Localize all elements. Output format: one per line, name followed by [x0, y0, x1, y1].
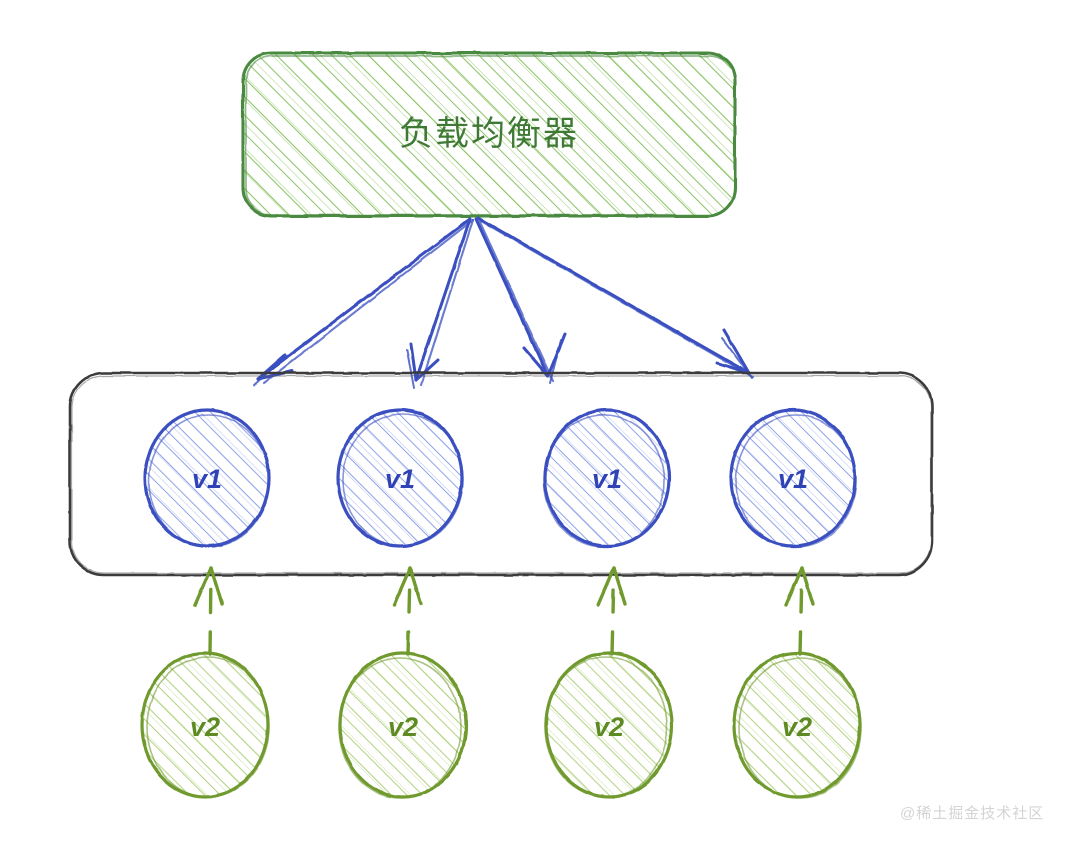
- v2-node-label: v2: [594, 712, 624, 742]
- v1-node-fill-2: [731, 410, 855, 546]
- arrowhead: [408, 566, 423, 606]
- v1-node-outline: [729, 408, 857, 548]
- v1-node-outline-2: [735, 414, 857, 548]
- v1-node-fill-2: [145, 410, 269, 546]
- v1-node[interactable]: v1: [143, 408, 271, 548]
- load-balancer-fill-2: [243, 53, 735, 216]
- load-balancer-box[interactable]: 负载均衡器: [241, 51, 737, 218]
- v2-node[interactable]: v2: [732, 651, 862, 799]
- arrowhead: [414, 358, 440, 382]
- v2-node-label: v2: [388, 712, 418, 742]
- v1-node-label: v1: [592, 464, 622, 494]
- v2-nodes-group: v2 v2 v2: [140, 651, 862, 799]
- v2-node-outline: [732, 651, 862, 799]
- v1-container-outline-2: [71, 375, 932, 574]
- v2-node-fill-2: [142, 653, 268, 797]
- traffic-arrows-group: [253, 216, 755, 389]
- arrowhead: [209, 566, 224, 606]
- v2-node-label: v2: [782, 712, 812, 742]
- v2-node-fill-2: [734, 653, 860, 797]
- upgrade-arrow: [596, 566, 627, 656]
- v1-node-outline-2: [148, 414, 270, 548]
- arrowhead: [721, 337, 753, 379]
- traffic-arrow-4: [476, 216, 755, 379]
- v1-container-outline: [68, 371, 934, 577]
- v1-node-outline-2: [342, 413, 464, 547]
- upgrade-arrow: [193, 566, 224, 656]
- v2-node[interactable]: v2: [544, 651, 674, 799]
- v1-node-label: v1: [778, 464, 808, 494]
- v1-node-fill-2: [545, 410, 669, 546]
- traffic-arrow-1: [253, 217, 475, 386]
- arrowhead: [406, 349, 415, 389]
- arrowhead: [800, 566, 815, 606]
- upgrade-arrows-group: [193, 566, 815, 656]
- v2-node-label: v2: [190, 712, 220, 742]
- arrowhead: [596, 566, 616, 607]
- arrowhead: [392, 566, 412, 607]
- v2-node[interactable]: v2: [140, 651, 270, 799]
- v2-node-fill-2: [546, 653, 672, 797]
- arrowhead: [612, 566, 627, 606]
- arrowhead: [715, 361, 751, 375]
- v1-node[interactable]: v1: [729, 408, 857, 548]
- arrowhead: [193, 566, 213, 607]
- load-balancer-label: 负载均衡器: [399, 115, 579, 153]
- arrowhead: [522, 346, 550, 378]
- v1-node[interactable]: v1: [543, 408, 671, 548]
- v2-node[interactable]: v2: [338, 651, 468, 799]
- watermark-label: @稀土掘金技术社区: [900, 805, 1044, 822]
- arrowhead: [722, 328, 751, 375]
- v2-node-fill-2: [340, 653, 466, 797]
- traffic-arrow-3: [474, 217, 567, 384]
- load-balancer-outline-2: [245, 55, 736, 216]
- upgrade-arrow: [392, 566, 423, 656]
- v1-nodes-group: v1 v1 v1: [143, 408, 857, 548]
- v1-container[interactable]: [68, 371, 934, 577]
- arrowhead: [253, 357, 285, 386]
- traffic-arrow-2: [406, 217, 475, 389]
- v2-node-outline-2: [738, 657, 862, 799]
- v1-node-outline-2: [543, 414, 665, 548]
- arrowhead: [256, 353, 287, 381]
- v1-node-label: v1: [385, 464, 415, 494]
- v2-node-outline: [338, 651, 468, 799]
- arrowhead: [784, 566, 804, 607]
- upgrade-arrow: [784, 566, 815, 656]
- v2-node-outline-2: [544, 656, 668, 798]
- v2-node-outline-2: [146, 656, 270, 798]
- v2-node-outline-2: [338, 657, 462, 799]
- v1-node-label: v1: [192, 464, 222, 494]
- v1-node-fill-2: [338, 410, 462, 546]
- v1-node-outline: [543, 408, 671, 548]
- v1-node[interactable]: v1: [336, 408, 464, 548]
